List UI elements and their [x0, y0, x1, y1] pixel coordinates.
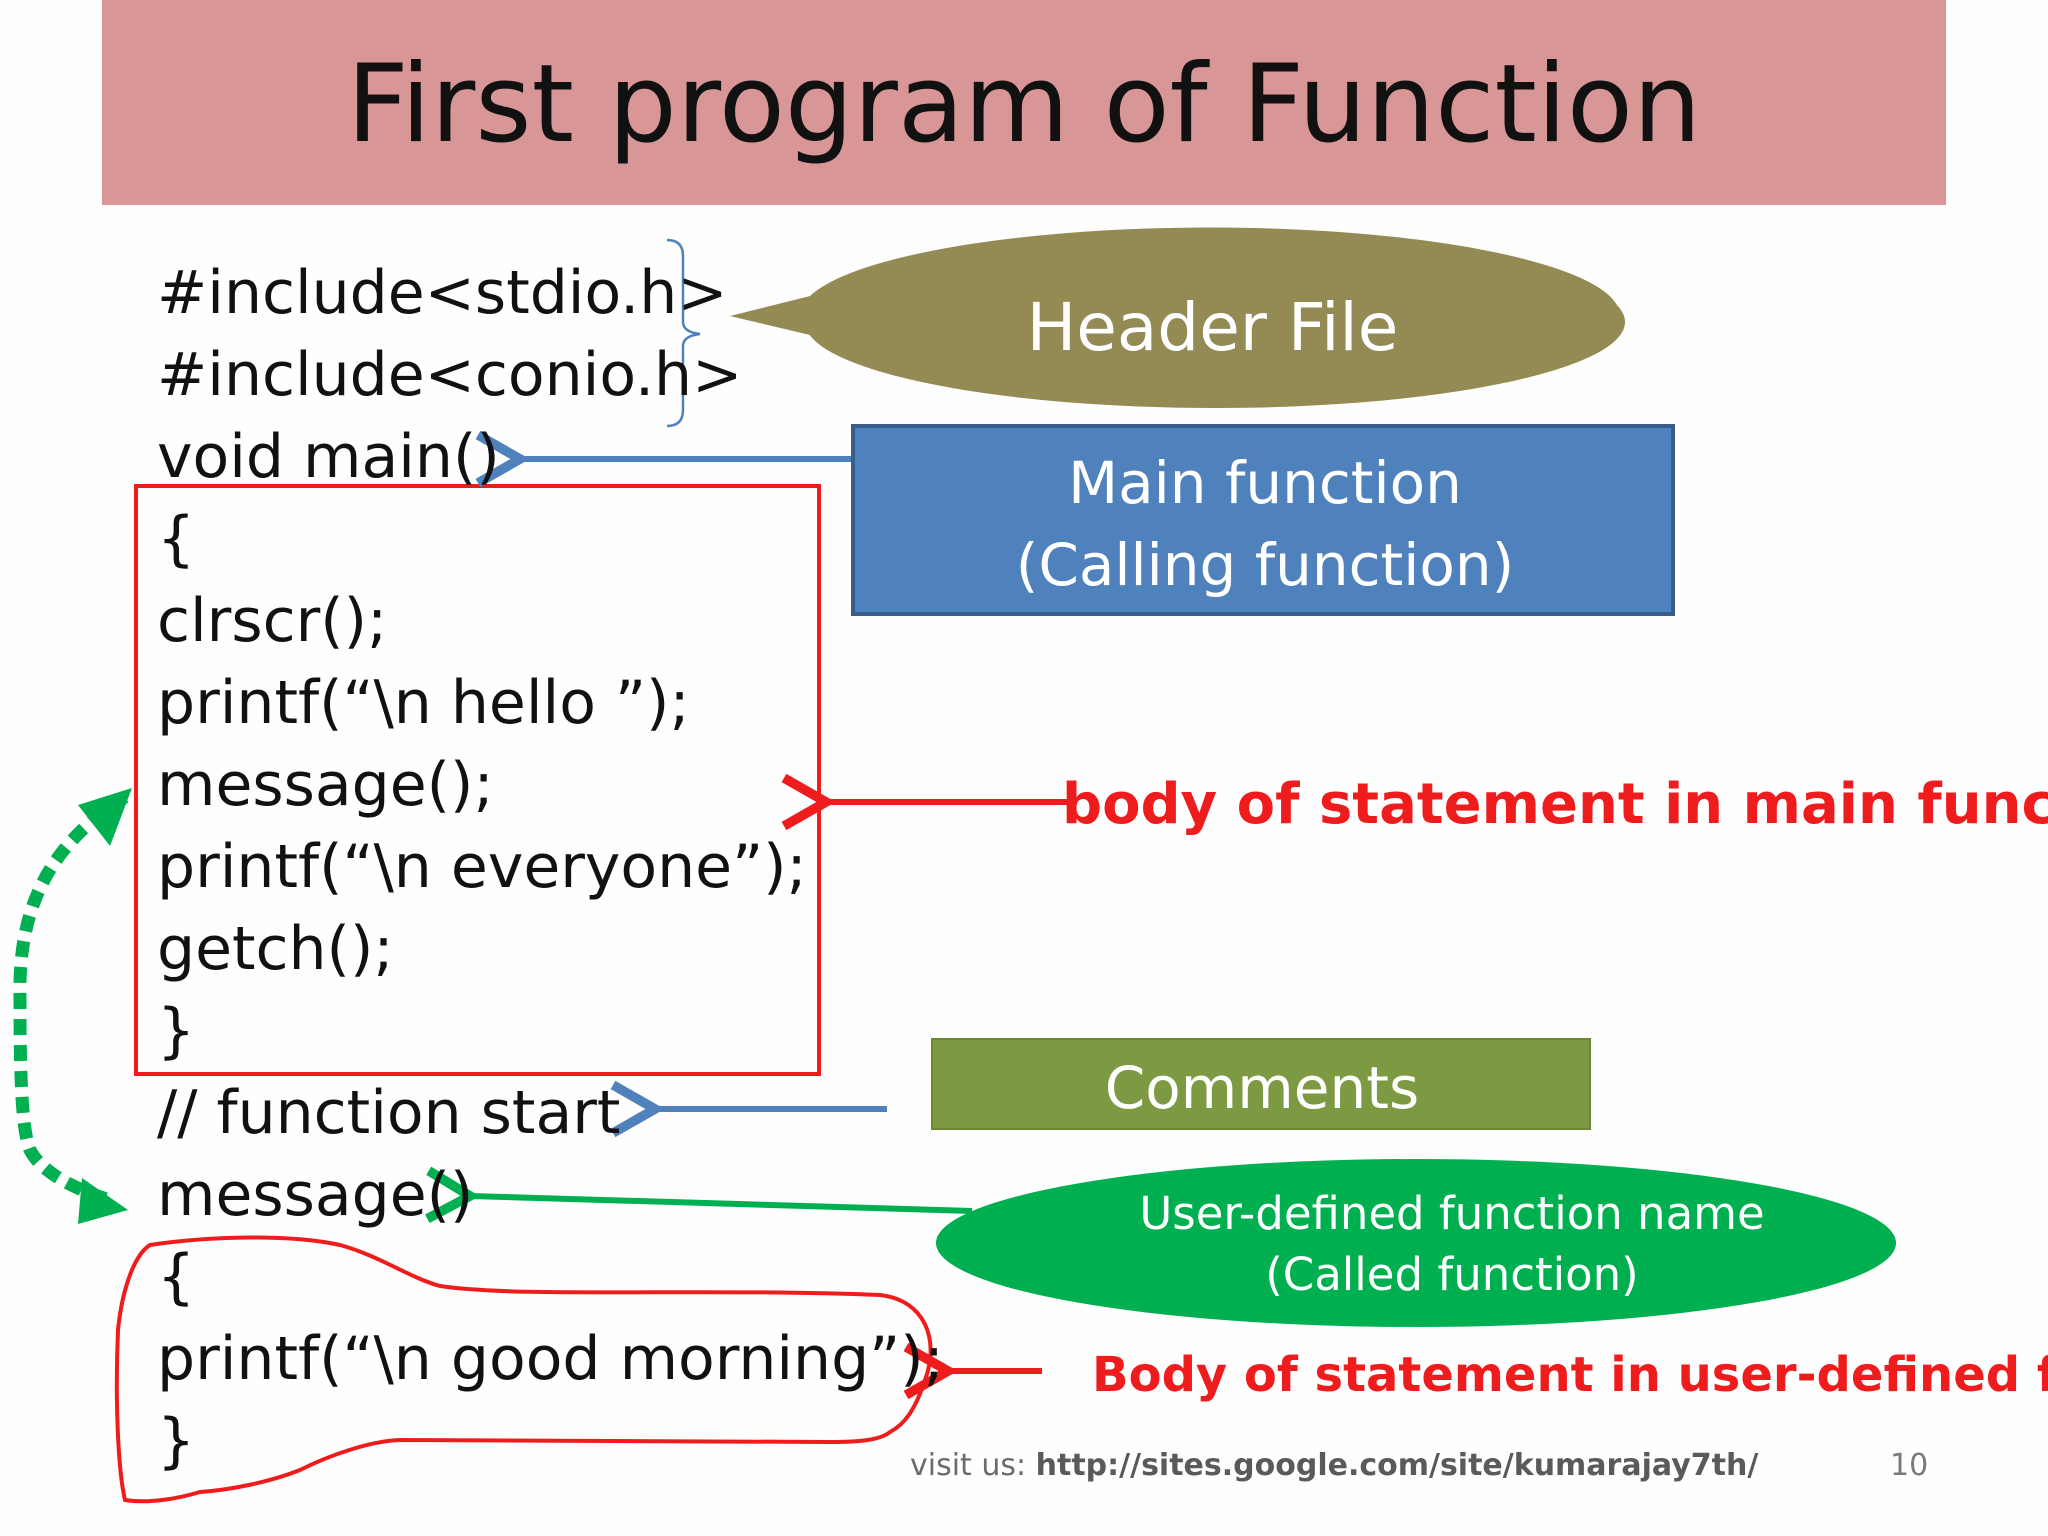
code-line: printf(“\n hello ”);	[157, 668, 690, 738]
code-line: message();	[157, 750, 494, 820]
call-flow-arrowhead-bottom	[78, 1178, 128, 1224]
footer: visit us: http://sites.google.com/site/k…	[910, 1446, 1758, 1486]
main-function-label: Main function (Calling function)	[855, 442, 1675, 606]
comments-label: Comments	[1104, 1054, 1420, 1122]
header-bracket	[666, 238, 701, 428]
udf-name-arrow	[425, 1166, 973, 1223]
code-line: message()	[157, 1160, 474, 1230]
main-function-box	[851, 424, 1675, 616]
page-number: 10	[1890, 1448, 1929, 1483]
title-band	[102, 0, 1946, 205]
comments-box	[931, 1038, 1591, 1130]
code-line: printf(“\n good morning”);	[157, 1324, 944, 1394]
user-defined-title: User-defined function name	[1139, 1187, 1765, 1240]
main-function-subtitle: (Calling function)	[1015, 531, 1515, 599]
code-line: }	[157, 996, 196, 1066]
code-line: printf(“\n everyone”);	[157, 832, 807, 902]
header-file-ellipse	[805, 236, 1625, 408]
call-flow-arrow	[13, 791, 129, 1207]
code-line: #include<conio.h>	[157, 340, 743, 410]
main-function-title: Main function	[1068, 449, 1462, 517]
udf-body-highlight	[114, 1235, 933, 1504]
footer-prefix: visit us:	[910, 1448, 1036, 1483]
code-line: {	[157, 504, 196, 574]
main-body-note: body of statement in main function	[1062, 772, 2048, 837]
code-line: }	[157, 1406, 196, 1476]
slide-title: First program of Function	[346, 42, 1702, 167]
code-line: clrscr();	[157, 586, 388, 656]
udf-body-note: Body of statement in user-defined functi…	[1092, 1347, 2048, 1403]
user-defined-ellipse	[936, 1159, 1896, 1327]
user-defined-subtitle: (Called function)	[1265, 1248, 1639, 1301]
code-line: void main()	[157, 422, 500, 492]
code-line: {	[157, 1242, 196, 1312]
user-defined-label: User-defined function name (Called funct…	[972, 1183, 1932, 1305]
code-line: getch();	[157, 914, 394, 984]
code-line: // function start	[157, 1078, 621, 1148]
header-file-label: Header File	[1026, 289, 1399, 366]
footer-url[interactable]: http://sites.google.com/site/kumarajay7t…	[1035, 1448, 1759, 1483]
code-line: #include<stdio.h>	[157, 258, 728, 328]
call-flow-arrowhead-top	[78, 788, 132, 846]
